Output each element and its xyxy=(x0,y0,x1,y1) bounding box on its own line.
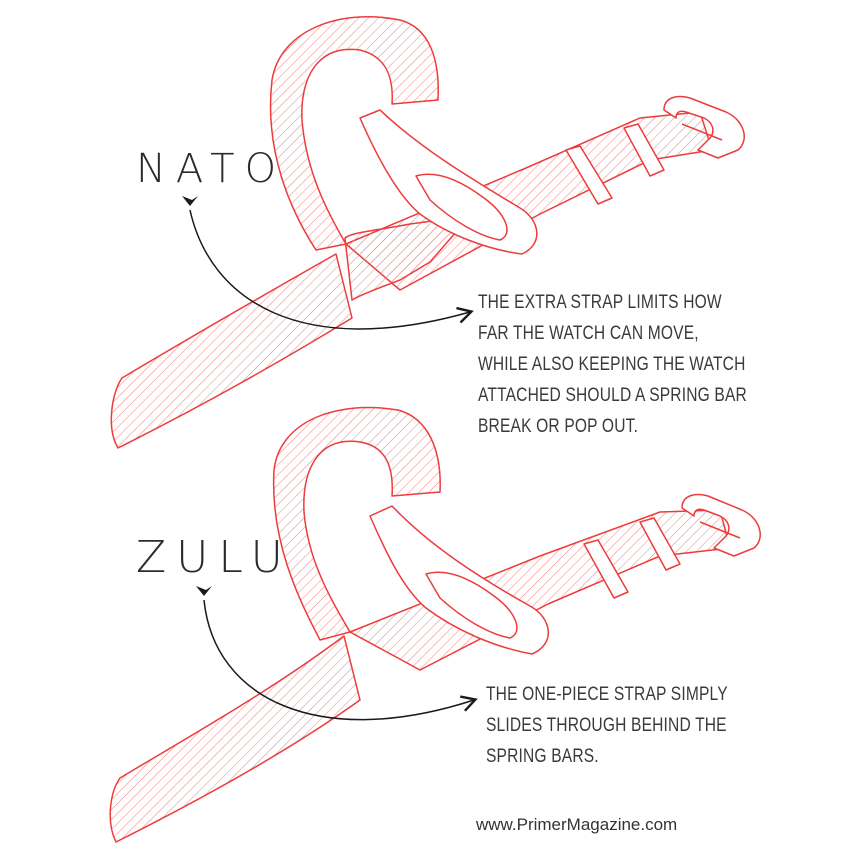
zulu-tail-band xyxy=(109,635,361,843)
zulu-watch-lug xyxy=(425,571,518,639)
zulu-description-line: THE ONE-PIECE STRAP SIMPLY xyxy=(486,684,728,705)
site-credit: www.PrimerMagazine.com xyxy=(476,815,678,834)
nato-description: THE EXTRA STRAP LIMITS HOW FAR THE WATCH… xyxy=(478,287,747,442)
zulu-description-line: SLIDES THROUGH BEHIND THE xyxy=(486,715,727,736)
nato-keeper-1 xyxy=(565,145,613,205)
nato-title: NATO xyxy=(136,146,287,192)
nato-watch-lug xyxy=(415,173,508,241)
zulu-keeper-1 xyxy=(583,539,629,599)
nato-description-line: WHILE ALSO KEEPING THE WATCH xyxy=(478,354,746,375)
nato-keeper-2 xyxy=(623,123,665,177)
zulu-title: ZULU xyxy=(136,532,293,583)
zulu-buckle xyxy=(681,493,761,557)
arrow-icon xyxy=(189,209,474,330)
nato-tail-band xyxy=(110,253,353,449)
nato-description-line: BREAK OR POP OUT. xyxy=(478,416,639,437)
nato-description-line: ATTACHED SHOULD A SPRING BAR xyxy=(478,385,747,406)
zulu-description: THE ONE-PIECE STRAP SIMPLY SLIDES THROUG… xyxy=(486,679,728,772)
zulu-arrow xyxy=(196,586,478,721)
nato-arrow xyxy=(182,196,474,330)
nato-description-line: FAR THE WATCH CAN MOVE, xyxy=(478,323,699,344)
zulu-description-line: SPRING BARS. xyxy=(486,746,599,767)
nato-loop-band xyxy=(269,16,439,251)
nato-description-line: THE EXTRA STRAP LIMITS HOW xyxy=(478,292,722,313)
zulu-arrow-line xyxy=(203,599,478,721)
nato-arrow-tail xyxy=(182,196,198,206)
buckle-icon xyxy=(663,95,745,159)
nato-strap-illustration xyxy=(110,16,745,449)
buckle-tongue xyxy=(681,123,723,141)
zulu-strap-illustration xyxy=(109,406,761,843)
zulu-loop-band xyxy=(272,406,441,641)
zulu-buckle-tongue xyxy=(699,521,741,539)
zulu-arrow-tail xyxy=(196,586,212,596)
zulu-keeper-2 xyxy=(639,517,681,571)
